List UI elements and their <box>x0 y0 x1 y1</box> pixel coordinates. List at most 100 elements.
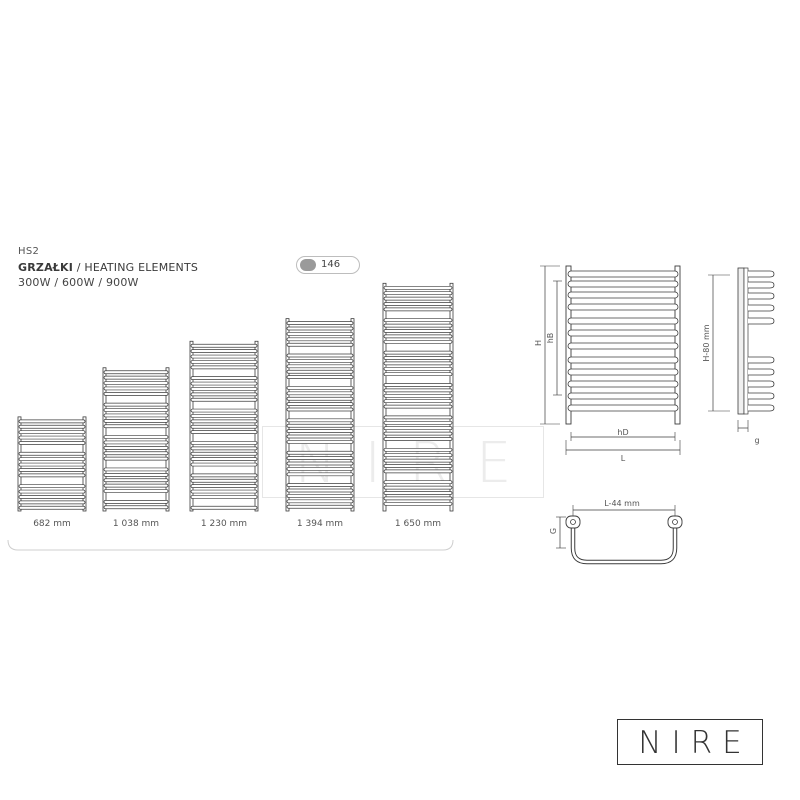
height-label: 1 394 mm <box>296 519 344 529</box>
radiator-post-left <box>285 318 290 512</box>
radiator-rung <box>103 505 169 510</box>
lineup-bracket <box>7 539 454 551</box>
radiator-rung <box>383 426 453 431</box>
detail-rung <box>567 317 679 325</box>
radiator-rung <box>286 418 354 423</box>
radiator-rung <box>190 478 258 483</box>
dim-label-G: G <box>549 528 558 534</box>
radiator-rung <box>18 505 86 510</box>
detail-rung <box>567 329 679 337</box>
height-label: 1 650 mm <box>394 519 442 529</box>
radiator-rung <box>383 323 453 328</box>
radiator-post-right <box>165 367 170 512</box>
side-rung <box>748 270 775 278</box>
radiator-rung <box>103 440 169 445</box>
radiator-rung <box>383 469 453 474</box>
radiator-rung <box>103 392 169 396</box>
product-title: GRZAŁKI / HEATING ELEMENTS <box>18 261 198 274</box>
dim-label-H: H <box>534 340 543 346</box>
radiator-rung <box>383 296 453 301</box>
radiator-rung <box>103 419 169 423</box>
detail-rung <box>567 342 679 350</box>
radiator-rung <box>18 430 86 435</box>
side-rung <box>748 281 775 289</box>
radiator-rung <box>190 414 258 418</box>
side-rung <box>748 356 775 364</box>
detail-rung <box>567 392 679 400</box>
detail-rung <box>567 404 679 412</box>
dim-label-g: g <box>754 436 759 445</box>
radiator-rung <box>190 446 258 451</box>
radiator-rung <box>190 343 258 348</box>
radiator-rung <box>190 495 258 499</box>
side-post <box>737 267 745 415</box>
radiator-rung <box>190 381 258 386</box>
radiator-rung <box>286 396 354 401</box>
radiator-rung <box>103 483 169 488</box>
radiator-rung <box>383 334 453 339</box>
radiator-rung <box>18 495 86 499</box>
radiator-rung <box>103 478 169 483</box>
radiator-rung <box>103 473 169 477</box>
radiator-rung <box>103 408 169 412</box>
radiator-rung <box>286 499 354 504</box>
radiator-rung <box>103 402 169 407</box>
radiator-rung <box>103 456 169 461</box>
radiator-post-right <box>350 318 355 512</box>
radiator-rung <box>103 467 169 472</box>
radiator-rung <box>286 472 354 477</box>
radiator-rung <box>383 453 453 458</box>
radiator-rung <box>286 353 354 358</box>
radiator-rung <box>190 387 258 391</box>
radiator-rung <box>190 397 258 402</box>
radiator-rung <box>190 424 258 429</box>
radiator-rung <box>190 354 258 359</box>
radiator-rung <box>286 488 354 493</box>
radiator-rung <box>18 462 86 467</box>
radiator-rung <box>383 285 453 290</box>
height-label: 1 230 mm <box>200 519 248 529</box>
radiator-rung <box>383 404 453 409</box>
title-bold: GRZAŁKI <box>18 261 74 274</box>
radiator-rung <box>286 429 354 433</box>
radiator-rung <box>383 291 453 296</box>
detail-rung <box>567 303 679 311</box>
radiator-rung <box>18 484 86 489</box>
radiator-rung <box>286 402 354 406</box>
dim-label-L: L <box>621 454 626 463</box>
side-rung <box>748 392 775 400</box>
radiator-rung <box>383 491 453 495</box>
side-rung <box>748 380 775 388</box>
radiator-rung <box>383 464 453 468</box>
radiator-rung <box>286 456 354 460</box>
top-view-valve-right <box>672 519 678 525</box>
radiator-rung <box>286 423 354 428</box>
top-view-valve-left <box>570 519 576 525</box>
top-view-tube <box>570 522 678 565</box>
height-label: 682 mm <box>33 519 71 529</box>
radiator-rung <box>103 451 169 456</box>
radiator-rung <box>103 381 169 385</box>
radiator-rung <box>103 446 169 450</box>
radiator-rung <box>190 441 258 445</box>
radiator-rung <box>286 326 354 331</box>
height-label: 1 038 mm <box>112 519 160 529</box>
brand-logo: NIRE <box>617 719 763 765</box>
detail-rung <box>567 270 679 278</box>
dim-label-hD: hD <box>617 428 628 437</box>
radiator-rung <box>286 494 354 498</box>
radiator-rung <box>383 350 453 355</box>
radiator-rung <box>383 388 453 393</box>
detail-rung <box>567 368 679 376</box>
radiator-rung <box>190 473 258 478</box>
radiator-rung <box>190 349 258 354</box>
model-code: HS2 <box>18 246 40 257</box>
radiator-rung <box>286 364 354 369</box>
radiator-rung <box>286 504 354 509</box>
radiator-rung <box>286 337 354 342</box>
radiator-rung <box>190 451 258 456</box>
radiator-rung <box>103 489 169 493</box>
power-options: 300W / 600W / 900W <box>18 276 139 289</box>
radiator-rung <box>18 441 86 445</box>
